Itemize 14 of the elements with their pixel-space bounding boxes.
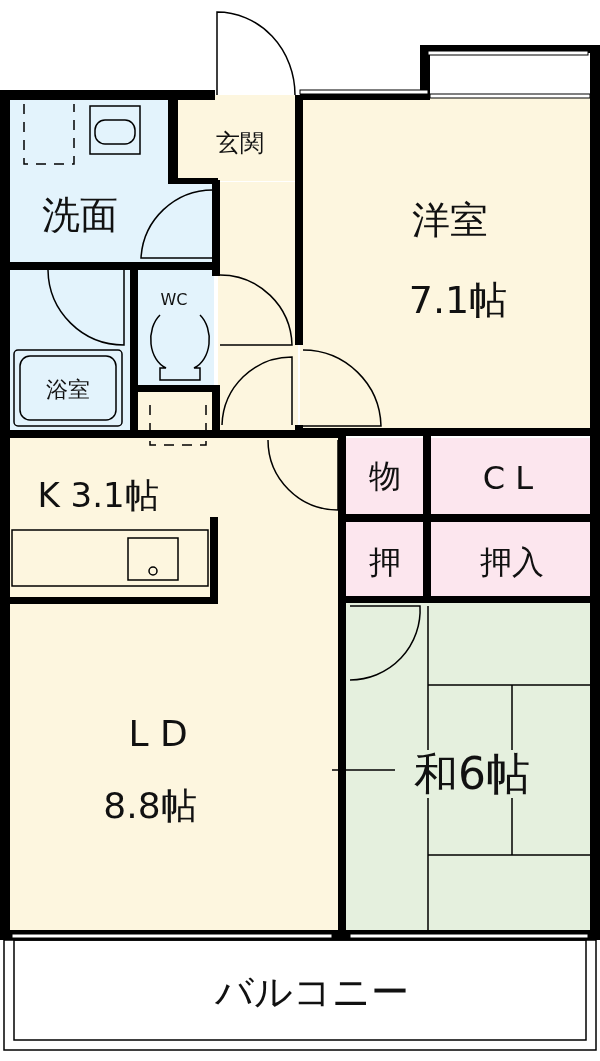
room-label: 和6帖 bbox=[412, 750, 532, 798]
room-area bbox=[136, 268, 214, 388]
room-area bbox=[345, 438, 425, 516]
room-label: 洋室 bbox=[410, 199, 490, 241]
room-area bbox=[430, 438, 592, 516]
room-label: 押入 bbox=[478, 544, 546, 580]
room-area bbox=[10, 100, 168, 262]
room-area bbox=[10, 435, 340, 603]
room-area bbox=[346, 600, 592, 932]
room-label: 玄関 bbox=[214, 129, 266, 157]
room-label: 洗面 bbox=[40, 194, 120, 236]
room-area bbox=[10, 600, 340, 932]
room-label: 浴室 bbox=[44, 377, 92, 403]
room-area bbox=[178, 95, 298, 181]
